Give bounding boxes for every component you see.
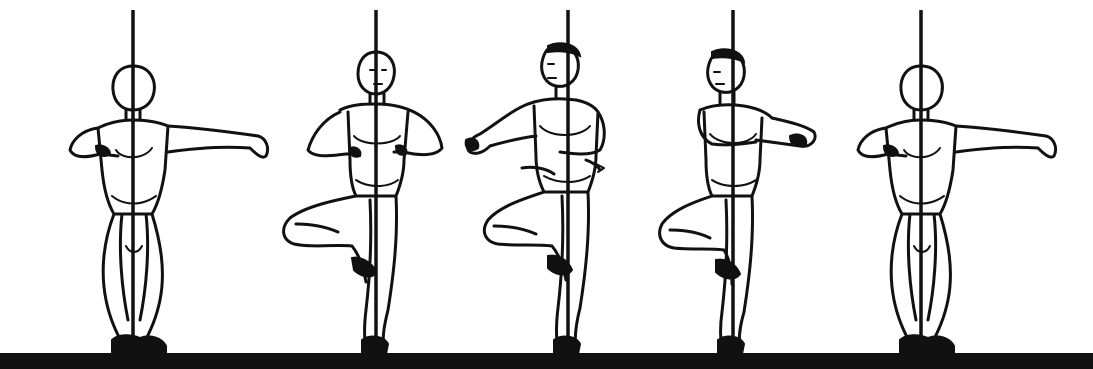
floor-line (0, 353, 1093, 369)
dancer-frame-5 (858, 10, 1056, 356)
dancer-frame-2 (284, 10, 442, 356)
dancer-frame-4 (660, 10, 815, 356)
dancer-frame-3 (466, 10, 605, 356)
dancer-frame-1 (70, 10, 268, 356)
